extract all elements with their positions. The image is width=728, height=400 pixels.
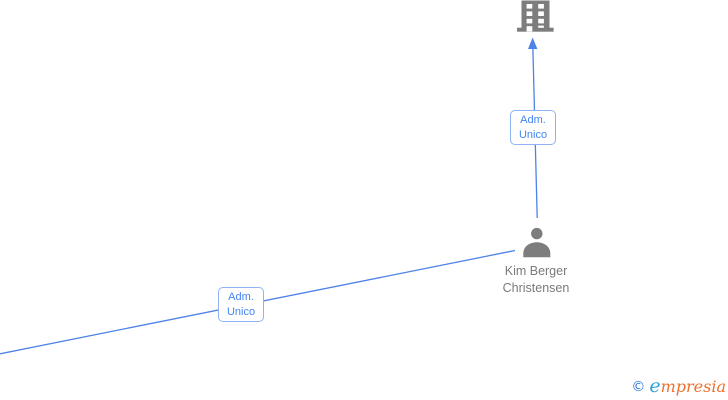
person-node-label[interactable]: Kim Berger Christensen [455, 263, 617, 297]
edge-label-line2: Unico [518, 128, 548, 141]
watermark-brand-rest: mpresia [660, 377, 726, 396]
edge-label-line2: Unico [226, 305, 256, 318]
person-icon[interactable] [523, 227, 551, 258]
building-icon[interactable] [517, 0, 554, 32]
watermark-brand-initial: e [649, 375, 661, 397]
edge-label-adm-unico-left[interactable]: Adm. Unico [218, 287, 264, 322]
person-name-line2: Christensen [502, 281, 570, 295]
arrowhead-up-icon [528, 37, 538, 49]
edge-label-line1: Adm. [228, 290, 254, 303]
copyright-icon: © [631, 379, 646, 395]
edge-label-adm-unico-top[interactable]: Adm. Unico [510, 110, 556, 145]
person-name-line1: Kim Berger [504, 264, 568, 278]
empresia-watermark: ©empresia [631, 375, 726, 397]
edge-label-line1: Adm. [520, 113, 546, 126]
